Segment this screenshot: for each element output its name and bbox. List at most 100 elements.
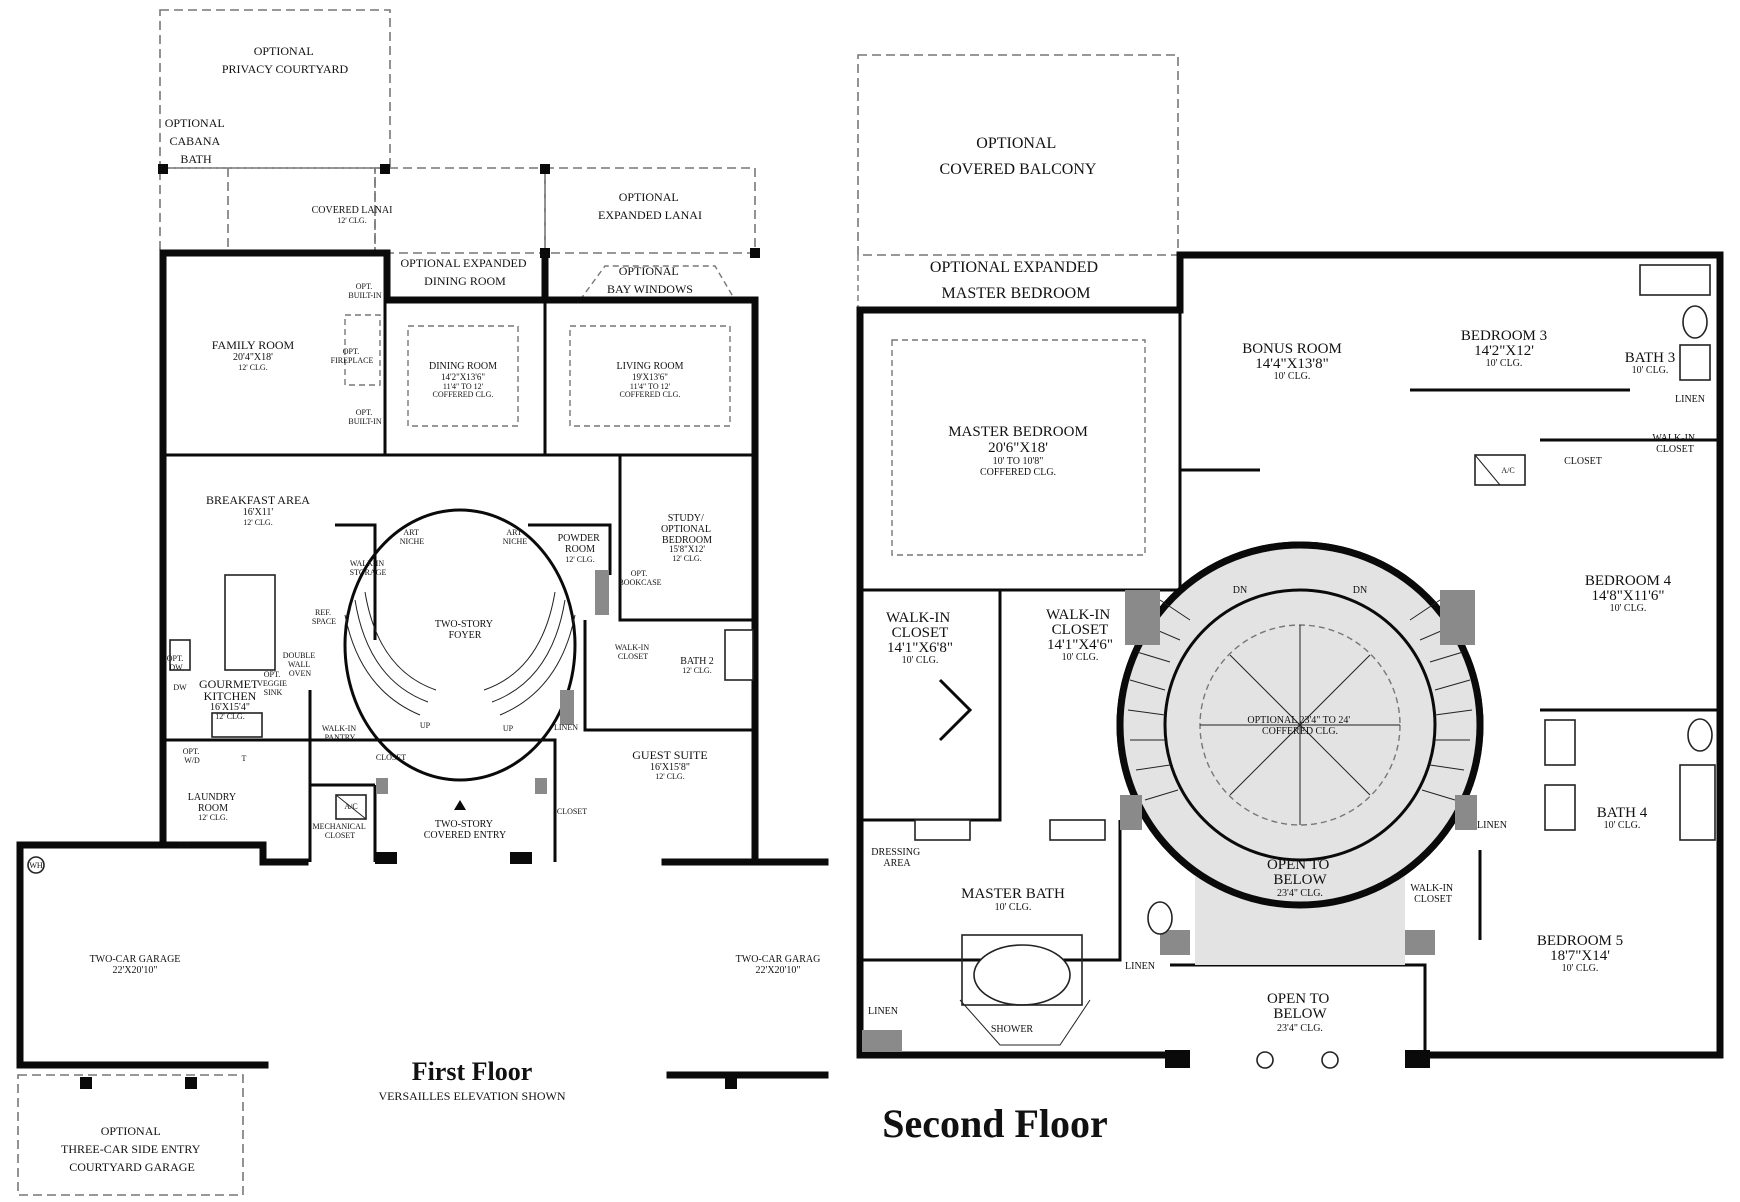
opt-wd: OPT. W/D (183, 747, 202, 765)
open-below-1-name: OPEN TO BELOW (1267, 857, 1333, 888)
art-niche-right: ART NICHE (503, 528, 528, 546)
walk-in-closet-label: WALK-IN CLOSET (615, 643, 651, 661)
bath3-tub (1639, 264, 1711, 296)
bedroom-5-clg: 10' CLG. (1562, 963, 1599, 974)
up-right: UP (503, 724, 514, 733)
walk-in-closet-2-clg: 10' CLG. (1062, 652, 1099, 663)
first-floor-labels: OPTIONAL PRIVACY COURTYARD OPTIONAL CABA… (29, 44, 820, 1174)
bedroom-4-clg: 10' CLG. (1610, 603, 1647, 614)
master-coffered-ceiling (891, 339, 1146, 556)
master-bedroom-coffered: COFFERED CLG. (980, 467, 1056, 478)
dining-room-size: 14'2"X13'6" (441, 372, 485, 382)
bedroom-4-size: 14'8"X11'6" (1592, 588, 1665, 604)
ac-label-first: A/C (344, 802, 357, 811)
study-size: 15'8"X12' (669, 544, 705, 554)
mechanical-closet: MECHANICAL CLOSET (312, 822, 367, 840)
opt-veggie-sink: OPT. VEGGIE SINK (257, 670, 289, 697)
bedroom-5-size: 18'7"X14' (1550, 948, 1610, 964)
open-below-2-clg: 23'4" CLG. (1277, 1023, 1323, 1034)
coffered-dome-label: OPTIONAL 23'4" TO 24' COFFERED CLG. (1247, 715, 1352, 737)
shower-label: SHOWER (991, 1024, 1034, 1035)
first-floor-title: First Floor (412, 1057, 533, 1086)
first-floor-caption: VERSAILLES ELEVATION SHOWN (378, 1089, 565, 1103)
art-niche-left: ART NICHE (400, 528, 425, 546)
family-room-size: 20'4"X18' (233, 352, 273, 363)
laundry-room-clg: 12' CLG. (198, 813, 227, 822)
bonus-room-name: BONUS ROOM (1242, 341, 1342, 357)
foyer-label: TWO-STORY FOYER (435, 619, 495, 641)
walk-in-storage: WALK-IN STORAGE (350, 559, 387, 577)
bedroom-3-size: 14'2"X12' (1474, 343, 1534, 359)
bath-2-name: BATH 2 (680, 656, 714, 667)
covered-balcony-label: OPTIONAL COVERED BALCONY (940, 135, 1097, 178)
dining-room-name: DINING ROOM (429, 361, 497, 372)
family-room-clg: 12' CLG. (238, 363, 267, 372)
linen-label: LINEN (554, 723, 578, 732)
shower-outline (959, 999, 1091, 1046)
dn-right-label: DN (1353, 585, 1367, 596)
bedroom-4-name: BEDROOM 4 (1585, 573, 1672, 589)
walk-in-closet-1-name: WALK-IN CLOSET (886, 610, 954, 641)
walk-in-closet-5-label: WALK-IN CLOSET (1410, 883, 1455, 905)
double-wall-oven: DOUBLE WALL OVEN (283, 651, 317, 678)
bay-windows-label: OPTIONAL BAY WINDOWS (607, 264, 693, 296)
ac-label-second: A/C (1501, 466, 1514, 475)
linen-master-label: LINEN (868, 1006, 898, 1017)
covered-balcony-outline (857, 54, 1179, 256)
expanded-dining-label: OPTIONAL EXPANDED DINING ROOM (400, 256, 529, 288)
master-bedroom-size: 20'6"X18' (988, 440, 1048, 456)
bath2-tub (724, 629, 754, 681)
stair-treads-right (1409, 599, 1473, 801)
wh-label: WH (29, 861, 43, 870)
gourmet-kitchen-clg: 12' CLG. (215, 712, 244, 721)
second-floor-title: Second Floor (882, 1101, 1108, 1146)
bonus-room-clg: 10' CLG. (1274, 371, 1311, 382)
three-car-garage-outline (17, 1074, 244, 1196)
garage-right-size: 22'X20'10" (756, 965, 801, 976)
garage-left-name: TWO-CAR GARAGE (90, 954, 181, 965)
bay-windows-outline (579, 265, 736, 301)
master-bedroom-name: MASTER BEDROOM (948, 424, 1088, 440)
walk-in-closet-3-label: WALK-IN CLOSET (1652, 433, 1697, 455)
master-bath-name: MASTER BATH (961, 886, 1065, 902)
privacy-courtyard-outline (159, 9, 391, 169)
gourmet-kitchen-size: 16'X15'4" (210, 702, 250, 713)
powder-room-clg: 12' CLG. (565, 555, 594, 564)
dining-room-coffered: COFFERED CLG. (433, 390, 494, 399)
closet-left: CLOSET (376, 753, 406, 762)
study-name: STUDY/ OPTIONAL BEDROOM (661, 513, 713, 546)
fireplace-outline (344, 314, 381, 386)
walk-in-closet-2-name: WALK-IN CLOSET (1046, 607, 1114, 638)
breakfast-area-size: 16'X11' (243, 507, 274, 518)
garage-left-size: 22'X20'10" (113, 965, 158, 976)
breakfast-area-clg: 12' CLG. (243, 518, 272, 527)
study-clg: 12' CLG. (672, 554, 701, 563)
up-left: UP (420, 721, 431, 730)
bedroom-3-clg: 10' CLG. (1486, 358, 1523, 369)
guest-suite-size: 16'X15'8" (650, 762, 690, 773)
dn-label: DN (179, 840, 191, 849)
water-heater (27, 856, 45, 874)
living-room-size: 19'X13'6" (632, 372, 668, 382)
master-tub (973, 944, 1071, 1006)
powder-room-name: POWDER ROOM (558, 533, 603, 555)
opt-dw-label: OPT. DW (167, 654, 186, 672)
living-room-clg: 11'4" TO 12' (630, 382, 671, 391)
closet-4-label: CLOSET (1564, 456, 1602, 467)
linen-4-label: LINEN (1477, 820, 1507, 831)
stair-treads-left (1127, 599, 1191, 801)
guest-suite-name: GUEST SUITE (632, 748, 707, 762)
first-floor-plan (16, 9, 829, 1196)
linen-3-label: LINEN (1675, 394, 1705, 405)
dw-label: DW (173, 683, 187, 692)
opt-built-in-top: OPT. BUILT-IN (348, 282, 381, 300)
ref-space: REF. SPACE (312, 608, 336, 626)
bath-4-name: BATH 4 (1597, 805, 1648, 821)
kitchen-island (224, 574, 276, 671)
living-room-coffered: COFFERED CLG. (620, 390, 681, 399)
t-label: T (242, 754, 247, 763)
cooktop (211, 712, 263, 738)
bedroom-3-name: BEDROOM 3 (1461, 328, 1547, 344)
bonus-room-size: 14'4"X13'8" (1255, 356, 1328, 372)
master-bath-clg: 10' CLG. (995, 902, 1032, 913)
